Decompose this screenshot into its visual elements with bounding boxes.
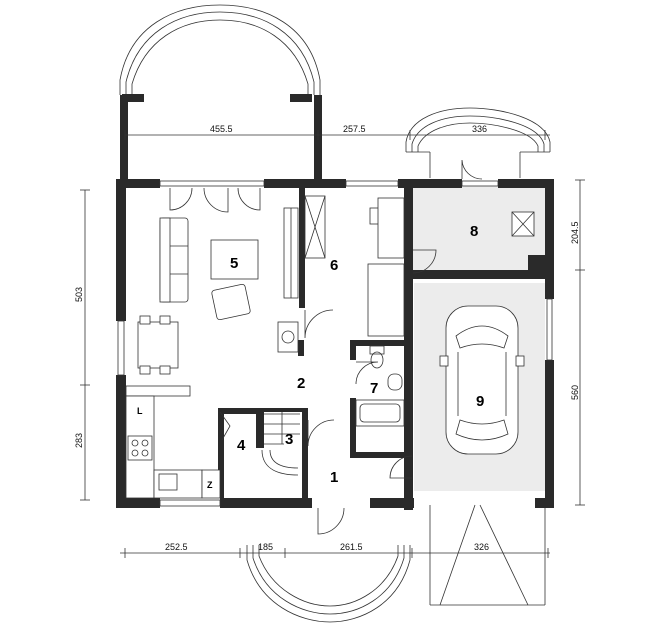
dimension-lines [80, 130, 585, 558]
boiler-vent [511, 211, 535, 237]
terrace-wall-left [120, 95, 128, 180]
cabinet-label: Z [207, 480, 213, 490]
dim-bottom-2: 185 [258, 542, 273, 552]
top-terrace [119, 4, 321, 102]
car-icon [439, 305, 525, 455]
driveway [429, 504, 546, 606]
dim-left-lower: 283 [74, 433, 84, 448]
dim-bottom-1: 252.5 [165, 542, 188, 552]
room-label-4: 4 [237, 437, 246, 454]
room-label-1: 1 [330, 469, 338, 486]
dim-right-lower: 560 [570, 385, 580, 400]
dim-top-right: 336 [472, 124, 487, 134]
doors [169, 159, 483, 535]
room-label-8: 8 [470, 223, 478, 240]
bathroom-fixtures [355, 345, 405, 427]
dim-right-upper: 204.5 [570, 221, 580, 244]
interior-walls [218, 188, 412, 498]
dining-furniture [137, 315, 179, 375]
fridge-label: L [137, 406, 143, 416]
top-right-bay [405, 107, 551, 178]
room-label-7: 7 [370, 380, 378, 397]
exterior-walls [116, 179, 554, 510]
room-6-furniture [304, 195, 405, 337]
room-label-9: 9 [476, 393, 484, 410]
room-label-2: 2 [297, 375, 305, 392]
kitchen: L Z [125, 385, 221, 499]
dim-top-left: 455.5 [210, 124, 233, 134]
dim-bottom-3: 261.5 [340, 542, 363, 552]
dim-bottom-4: 326 [474, 542, 489, 552]
staircase [261, 412, 300, 476]
living-furniture [159, 207, 299, 353]
bottom-bay [246, 545, 411, 623]
room-label-3: 3 [285, 431, 293, 448]
windows [117, 180, 553, 507]
dim-top-mid: 257.5 [343, 124, 366, 134]
dim-left-upper: 503 [74, 287, 84, 302]
room-label-6: 6 [330, 257, 338, 274]
room-label-5: 5 [230, 255, 238, 272]
